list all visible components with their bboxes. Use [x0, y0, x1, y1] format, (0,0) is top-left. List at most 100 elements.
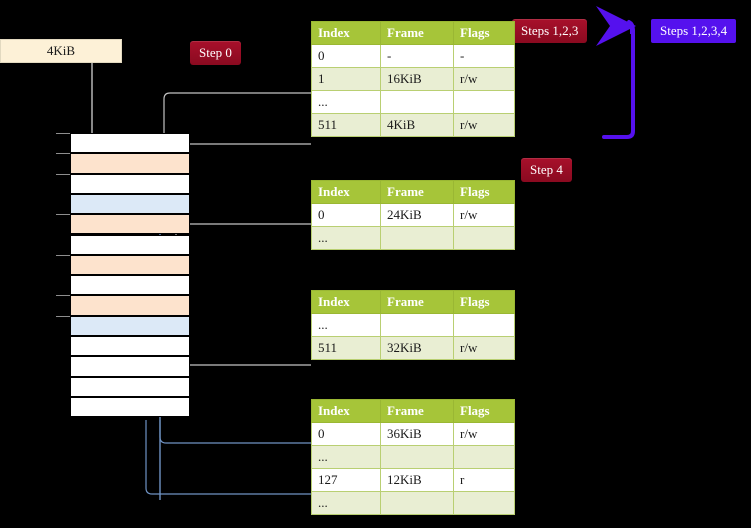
memory-frame-2 — [70, 173, 190, 194]
table-cell-frame — [380, 90, 454, 114]
memory-frame-12 — [70, 376, 190, 397]
badge-steps-1234: Steps 1,2,3,4 — [651, 19, 737, 43]
badge-step4: Step 4 — [521, 158, 572, 182]
table-row: ... — [311, 226, 515, 250]
column-header-flags: Flags — [453, 399, 515, 423]
table-cell-index: 0 — [311, 422, 381, 446]
table-cell-frame: 16KiB — [380, 67, 454, 91]
memory-frame-9 — [70, 315, 190, 336]
table-row: ... — [311, 313, 515, 337]
table-cell-index: 127 — [311, 468, 381, 492]
table-row: ... — [311, 445, 515, 469]
table-row: 0-- — [311, 44, 515, 68]
table-cell-flags — [453, 90, 515, 114]
memory-frame-6 — [70, 254, 190, 276]
memory-frame-11 — [70, 356, 190, 377]
column-header-index: Index — [311, 399, 381, 423]
column-header-frame: Frame — [380, 290, 454, 314]
table-row: ... — [311, 90, 515, 114]
memory-frame-13 — [70, 396, 190, 418]
memory-frame-7 — [70, 275, 190, 296]
badge-steps-1234-label: Steps 1,2,3,4 — [660, 23, 728, 38]
table-cell-frame — [380, 226, 454, 250]
column-header-index: Index — [311, 290, 381, 314]
table-cell-flags — [453, 313, 515, 337]
column-header-index: Index — [311, 21, 381, 45]
table-cell-index: ... — [311, 313, 381, 337]
column-header-flags: Flags — [453, 180, 515, 204]
memory-frame-4 — [70, 214, 190, 235]
table-cell-flags — [453, 226, 515, 250]
table-cell-flags: - — [453, 44, 515, 68]
memory-frame-0 — [70, 133, 190, 154]
table-cell-flags: r/w — [453, 422, 515, 446]
wire-pml4-row1-to-memory — [162, 92, 311, 157]
table-row: ... — [311, 491, 515, 515]
wire-pd-row511-to-memory — [166, 299, 311, 366]
table-cell-frame: 36KiB — [380, 422, 454, 446]
badge-step4-label: Step 4 — [530, 162, 563, 177]
memory-tick-0 — [56, 133, 70, 134]
wire-pt-row0-to-memory — [159, 420, 311, 444]
table-cell-frame: 24KiB — [380, 203, 454, 227]
kib-box: 4KiB — [0, 39, 122, 63]
table-cell-index: ... — [311, 226, 381, 250]
table-cell-index: ... — [311, 491, 381, 515]
kib-box-label: 4KiB — [46, 43, 76, 58]
badge-step0: Step 0 — [190, 41, 241, 65]
table-cell-index: ... — [311, 445, 381, 469]
table-cell-flags — [453, 491, 515, 515]
memory-frame-5 — [70, 234, 190, 255]
table-cell-index: 0 — [311, 203, 381, 227]
memory-frame-3 — [70, 193, 190, 215]
table-cell-frame — [380, 313, 454, 337]
table-cell-flags: r/w — [453, 67, 515, 91]
wire-pdpt-row0-to-memory — [174, 223, 311, 274]
badge-steps-123: Steps 1,2,3 — [512, 19, 588, 43]
table-cell-flags — [453, 445, 515, 469]
table-cell-index: 511 — [311, 336, 381, 360]
column-header-flags: Flags — [453, 290, 515, 314]
column-header-flags: Flags — [453, 21, 515, 45]
memory-tick-1 — [56, 153, 70, 155]
wire-pt-row127-to-memory — [145, 420, 311, 495]
memory-tick-6 — [56, 254, 70, 256]
table-cell-frame: - — [380, 44, 454, 68]
column-header-frame: Frame — [380, 399, 454, 423]
purple-bracket-arrow — [596, 6, 636, 139]
memory-tick-4 — [56, 214, 70, 216]
column-header-frame: Frame — [380, 21, 454, 45]
table-cell-flags: r — [453, 468, 515, 492]
table-cell-frame: 4KiB — [380, 113, 454, 137]
table-cell-index: 511 — [311, 113, 381, 137]
table-cell-flags: r/w — [453, 336, 515, 360]
table-cell-frame — [380, 491, 454, 515]
badge-steps-123-label: Steps 1,2,3 — [521, 23, 579, 38]
badge-step0-label: Step 0 — [199, 45, 232, 60]
memory-frame-1 — [70, 153, 190, 174]
table-cell-index: 1 — [311, 67, 381, 91]
table-cell-index: 0 — [311, 44, 381, 68]
table-cell-flags: r/w — [453, 203, 515, 227]
table-cell-index: ... — [311, 90, 381, 114]
table-cell-flags: r/w — [453, 113, 515, 137]
table-cell-frame: 32KiB — [380, 336, 454, 360]
